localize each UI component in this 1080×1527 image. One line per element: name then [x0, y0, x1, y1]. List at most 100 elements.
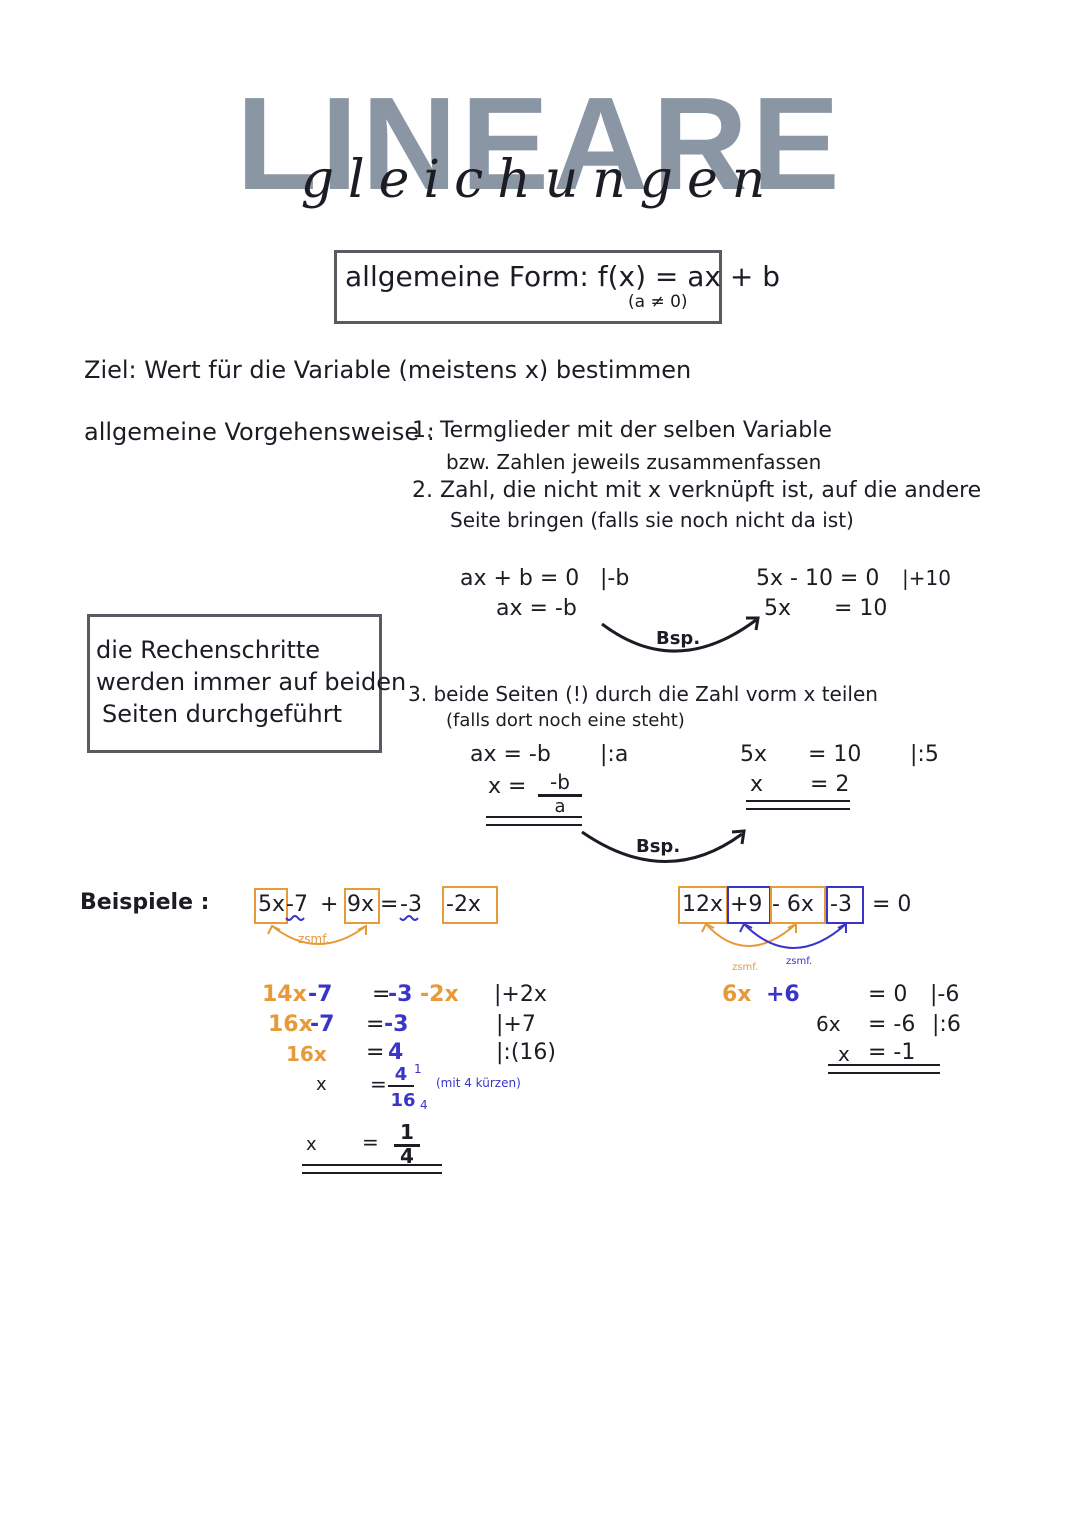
ex1-r4-sup2: 4	[420, 1098, 428, 1112]
ex1-r4-num: 4	[388, 1064, 414, 1087]
ex1-r2-op: |+7	[496, 1012, 536, 1037]
ex1-t3: +	[320, 892, 339, 917]
ex2-r1-b: +6	[766, 982, 800, 1007]
ex1-r1-b: -7	[308, 982, 333, 1007]
page-subtitle: gleichungen	[300, 150, 780, 210]
s3-left-row2-lhs: x =	[488, 774, 527, 799]
s3-right-row2-lhs: x	[750, 772, 764, 797]
ex1-r5-num: 1	[394, 1120, 420, 1147]
s3-bsp-label: Bsp.	[636, 836, 681, 857]
general-form-box	[334, 250, 722, 324]
ex2-r2-op: |:6	[932, 1012, 961, 1037]
ex1-r2-c: -3	[384, 1012, 409, 1037]
note-box	[87, 614, 382, 753]
ex2-t3: - 6x	[772, 892, 814, 917]
ex1-r4-sup1: 1	[414, 1062, 422, 1076]
ex1-r1-c: -3	[388, 982, 413, 1007]
general-form-text: allgemeine Form: f(x) = ax + b	[345, 260, 781, 293]
ex2-zsmf2-label: zsmf.	[786, 956, 813, 967]
ex1-r3-a: 16x	[286, 1042, 327, 1066]
s3-bsp-arrow	[581, 829, 746, 863]
ex1-r3-eq: =	[366, 1040, 385, 1065]
s3-right-row1-rhs: = 10	[808, 742, 862, 767]
ex1-r4-den: 16	[390, 1090, 416, 1111]
s2-left-row2: ax = -b	[496, 596, 577, 621]
ex2-r3-a: x	[838, 1042, 850, 1066]
ex1-r3-op: |:(16)	[496, 1040, 556, 1065]
goal-text: Ziel: Wert für die Variable (meistens x)…	[84, 356, 692, 384]
ex1-t4: 9x	[347, 892, 375, 917]
s3-right-op1: |:5	[910, 742, 939, 767]
s3-left-den: a	[554, 796, 566, 817]
ex2-r3-rhs: = -1	[868, 1040, 916, 1065]
ex2-t5: = 0	[872, 892, 912, 917]
step3-line1: 3. beide Seiten (!) durch die Zahl vorm …	[408, 682, 878, 706]
ex1-t2: -7	[286, 892, 308, 917]
ex2-r1-a: 6x	[722, 982, 752, 1007]
ex1-zsmf-label: zsmf.	[298, 932, 330, 946]
ex2-box-minus6x	[770, 886, 826, 924]
note-line1: die Rechenschritte	[96, 636, 321, 664]
ex1-box-5x	[254, 888, 288, 924]
ex1-r1-op: |+2x	[494, 982, 547, 1007]
ex1-box-9x	[344, 888, 380, 924]
ex1-zsmf-arrow	[267, 915, 419, 945]
ex2-t1: 12x	[682, 892, 724, 917]
ex1-double-underline	[302, 1164, 442, 1174]
ex2-t2: +9	[730, 892, 763, 917]
s2-bsp-label: Bsp.	[656, 628, 701, 649]
ex1-r5-eq: =	[362, 1130, 379, 1154]
ex1-r1-d: -2x	[420, 982, 459, 1007]
step1-line1: 1. Termglieder mit der selben Variable	[412, 418, 832, 443]
ex1-r5-den: 4	[400, 1144, 414, 1168]
s3-right-double-underline	[746, 800, 850, 810]
ex2-zsmf-arrows	[701, 922, 847, 949]
ex1-box-minus2x	[442, 886, 498, 924]
s2-left-row1: ax + b = 0	[460, 566, 580, 591]
s2-bsp-arrow	[601, 616, 760, 653]
examples-label: Beispiele :	[80, 890, 210, 915]
note-line3: Seiten durchgeführt	[102, 700, 343, 728]
ex1-r2-b: -7	[310, 1012, 335, 1037]
ex2-box-minus3	[826, 886, 864, 924]
s3-left-row1: ax = -b	[470, 742, 551, 767]
step2-line1: 2. Zahl, die nicht mit x verknüpft ist, …	[412, 478, 982, 503]
step1-line2: bzw. Zahlen jeweils zusammenfassen	[446, 450, 822, 474]
ex1-r4-note: (mit 4 kürzen)	[436, 1076, 521, 1090]
s3-left-op1: |:a	[600, 742, 629, 767]
ex1-t6: -3	[400, 892, 422, 917]
ex1-t5: =	[380, 892, 399, 917]
s2-right-row2-rhs: = 10	[834, 596, 888, 621]
s3-right-row2-rhs: = 2	[810, 772, 850, 797]
s3-right-row1-lhs: 5x	[740, 742, 768, 767]
procedure-label: allgemeine Vorgehensweise :	[84, 418, 435, 446]
general-form-condition: (a ≠ 0)	[628, 292, 688, 312]
step3-line2: (falls dort noch eine steht)	[446, 710, 685, 731]
ex1-r5-a: x	[306, 1134, 317, 1155]
ex2-r1-rhs: = 0	[868, 982, 908, 1007]
ex1-r4-eq: =	[370, 1072, 387, 1096]
ex2-t4: -3	[830, 892, 852, 917]
ex1-t1: 5x	[258, 892, 286, 917]
s3-left-double-underline	[486, 816, 582, 826]
ex2-r1-op: |-6	[930, 982, 960, 1007]
ex1-r4-a: x	[316, 1074, 327, 1095]
page-title: LINEARE	[236, 70, 844, 217]
ex1-r3-c: 4	[388, 1040, 404, 1065]
ex2-double-underline	[828, 1064, 940, 1074]
ex1-r2-a: 16x	[268, 1012, 313, 1037]
s2-right-row2-lhs: 5x	[764, 596, 792, 621]
s2-right-op1: |+10	[902, 566, 951, 590]
ex2-zsmf1-label: zsmf.	[732, 962, 759, 973]
s2-right-row1: 5x - 10 = 0	[756, 566, 880, 591]
step2-line2: Seite bringen (falls sie noch nicht da i…	[450, 508, 854, 532]
s3-left-num: -b	[538, 770, 582, 797]
ex1-r2-eq: =	[366, 1012, 385, 1037]
ex2-r2-a: 6x	[816, 1012, 841, 1036]
ex2-r2-rhs: = -6	[868, 1012, 916, 1037]
ex1-r1-eq: =	[372, 982, 391, 1007]
ex1-r1-a: 14x	[262, 982, 307, 1007]
note-line2: werden immer auf beiden	[96, 668, 407, 696]
s2-left-op1: |-b	[600, 566, 630, 591]
ex1-t7: -2x	[446, 892, 481, 917]
